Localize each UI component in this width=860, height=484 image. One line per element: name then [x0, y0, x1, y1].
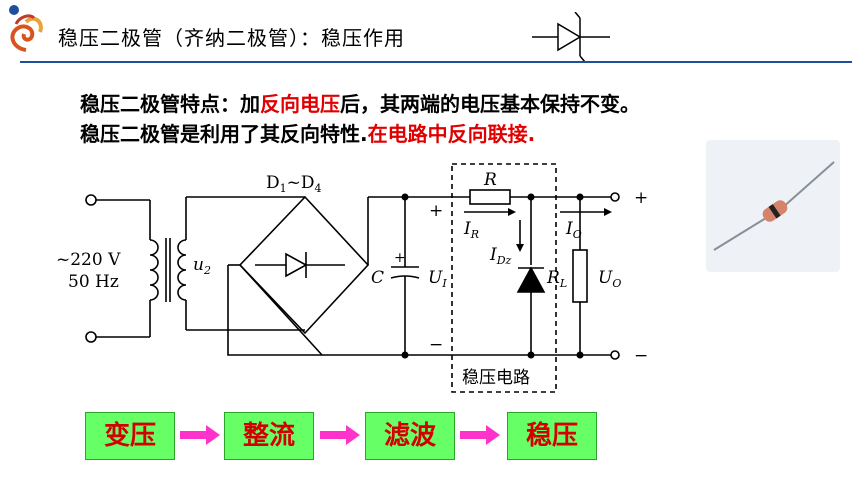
flow-arrow-icon: [180, 425, 220, 449]
circuit-diagram: ~220 V 50 Hz u2 D1~D4 C UI + + − R IR ID…: [56, 163, 648, 393]
feature-line: 稳压二极管特点：加反向电压后，其两端的电压基本保持不变。: [80, 92, 640, 116]
bridge-label: D1~D4: [266, 173, 322, 195]
capacitor-label: C: [371, 268, 384, 288]
zener-diode-photo: [706, 140, 840, 272]
output-plus-label: +: [634, 188, 648, 208]
logo: [4, 4, 48, 56]
ui-label: UI: [428, 268, 447, 290]
u2-label: u2: [193, 255, 211, 277]
regulator-circuit-label: 稳压电路: [462, 368, 530, 388]
idz-label: IDz: [489, 245, 512, 267]
usage-line: 稳压二极管是利用了其反向特性.在电路中反向联接.: [80, 122, 536, 146]
flow-arrow-icon: [320, 425, 360, 449]
highlight-reverse-connection: 在电路中反向联接.: [367, 122, 536, 146]
cap-plus-label: +: [394, 250, 406, 266]
source-frequency-label: 50 Hz: [68, 272, 119, 292]
header-divider: [20, 61, 852, 63]
flow-step-transform: 变压: [85, 412, 175, 460]
input-plus-label: +: [429, 201, 443, 221]
output-minus-label: −: [634, 346, 648, 366]
flow-step-regulate: 稳压: [507, 412, 597, 460]
rl-label: RL: [546, 268, 567, 290]
input-minus-label: −: [429, 335, 443, 355]
flow-step-filter: 滤波: [365, 412, 455, 460]
io-label: IO: [565, 219, 582, 241]
highlight-reverse-voltage: 反向电压: [260, 92, 340, 116]
page-title: 稳压二极管（齐纳二极管）：稳压作用: [58, 26, 405, 50]
resistor-label: R: [483, 170, 497, 190]
source-voltage-label: ~220 V: [56, 250, 121, 270]
flow-step-rectify: 整流: [224, 412, 314, 460]
ir-label: IR: [463, 219, 479, 241]
zener-symbol-icon: [530, 11, 612, 66]
flow-arrow-icon: [460, 425, 500, 449]
uo-label: UO: [598, 268, 621, 290]
